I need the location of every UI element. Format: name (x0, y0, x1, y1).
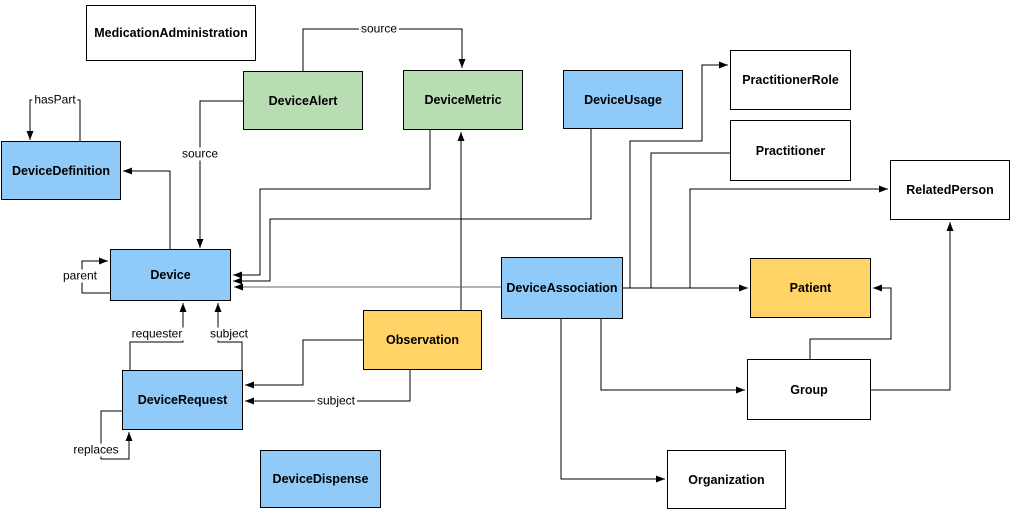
edge-label-parent: parent (60, 268, 100, 283)
node-devicealert[interactable]: DeviceAlert (243, 71, 363, 130)
node-devicedefinition[interactable]: DeviceDefinition (1, 141, 121, 200)
edge-label-haspart: hasPart (32, 92, 78, 107)
node-deviceusage[interactable]: DeviceUsage (563, 70, 683, 129)
edge-group-to-patient (809, 284, 892, 359)
edge-devicerequest-to-device-subject (214, 303, 243, 370)
node-medicationadministration[interactable]: MedicationAdministration (86, 5, 256, 61)
edge-label-requester: requester (129, 326, 185, 341)
edge-deviceassociation-to-group (600, 319, 745, 394)
edge-deviceassociation-to-organization (560, 319, 665, 483)
node-practitionerrole[interactable]: PractitionerRole (730, 50, 851, 110)
edge-observation-to-devicerequest-subject (245, 370, 411, 405)
edge-deviceusage-to-device (233, 129, 592, 285)
edge-devicerequest-to-device-requester (129, 303, 187, 370)
node-device[interactable]: Device (110, 249, 231, 301)
edge-branch-to-practitionerrole (629, 61, 728, 288)
edge-observation-to-devicerequest (245, 339, 363, 389)
node-practitioner[interactable]: Practitioner (730, 120, 851, 181)
edge-devicemetric-to-device (233, 130, 431, 279)
node-devicemetric[interactable]: DeviceMetric (403, 70, 523, 130)
edge-label-subject-to-request: subject (314, 393, 358, 408)
node-deviceassociation[interactable]: DeviceAssociation (501, 257, 623, 319)
node-patient[interactable]: Patient (750, 258, 871, 318)
node-observation[interactable]: Observation (363, 310, 482, 370)
edge-label-source-to-metric: source (358, 21, 400, 36)
node-devicedispense[interactable]: DeviceDispense (260, 450, 381, 508)
edge-branch-to-relatedperson (689, 185, 888, 288)
edge-branch-to-practitioner (650, 152, 730, 288)
node-devicerequest[interactable]: DeviceRequest (122, 370, 243, 430)
node-relatedperson[interactable]: RelatedPerson (890, 160, 1010, 220)
edge-replaces-selfloop (100, 410, 133, 460)
node-group[interactable]: Group (747, 359, 871, 420)
node-organization[interactable]: Organization (667, 450, 786, 509)
edge-device-to-devicedefinition (123, 167, 171, 249)
edge-devicealert-to-device-source (196, 100, 243, 248)
edge-label-source-to-device: source (179, 146, 221, 161)
edge-label-replaces: replaces (71, 442, 121, 457)
edge-group-to-relatedperson (871, 222, 954, 391)
edge-label-subject-to-device: subject (207, 326, 251, 341)
